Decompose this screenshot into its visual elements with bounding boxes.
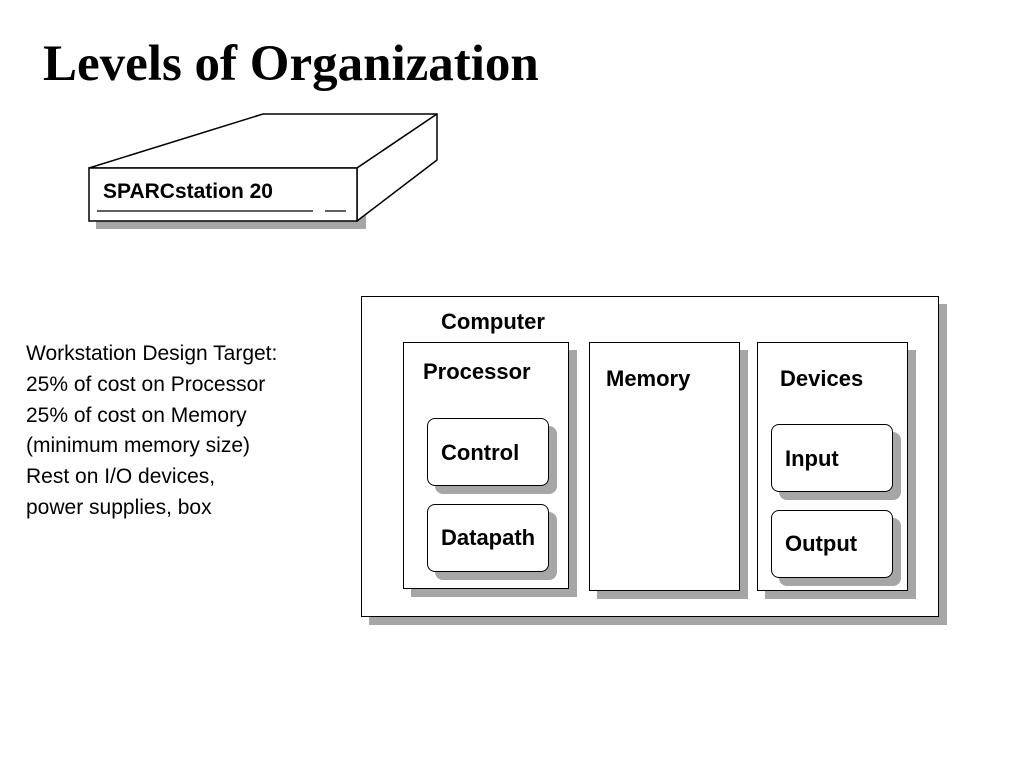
datapath-label: Datapath [441, 525, 536, 550]
control-box [427, 418, 549, 486]
design-target-notes: Workstation Design Target: 25% of cost o… [26, 339, 277, 524]
control-label: Control [441, 440, 520, 465]
input-label: Input [785, 446, 839, 471]
output-label: Output [785, 531, 858, 556]
devices-label: Devices [780, 366, 864, 391]
workstation-illustration [88, 113, 438, 229]
input-box [771, 424, 893, 492]
notes-line: 25% of cost on Processor [26, 372, 266, 396]
notes-line: Rest on I/O devices, [26, 465, 216, 489]
computer-label: Computer [441, 309, 545, 334]
slide-title: Levels of Organization [43, 36, 539, 92]
memory-label: Memory [606, 366, 691, 391]
output-box [771, 510, 893, 578]
workstation-label: SPARCstation 20 [103, 180, 273, 203]
datapath-box [427, 504, 549, 572]
notes-line: (minimum memory size) [26, 434, 251, 458]
notes-line: 25% of cost on Memory [26, 403, 247, 427]
notes-line: power supplies, box [26, 495, 212, 519]
notes-line: Workstation Design Target: [26, 342, 278, 365]
processor-label: Processor [423, 359, 531, 384]
memory-box [589, 342, 740, 591]
